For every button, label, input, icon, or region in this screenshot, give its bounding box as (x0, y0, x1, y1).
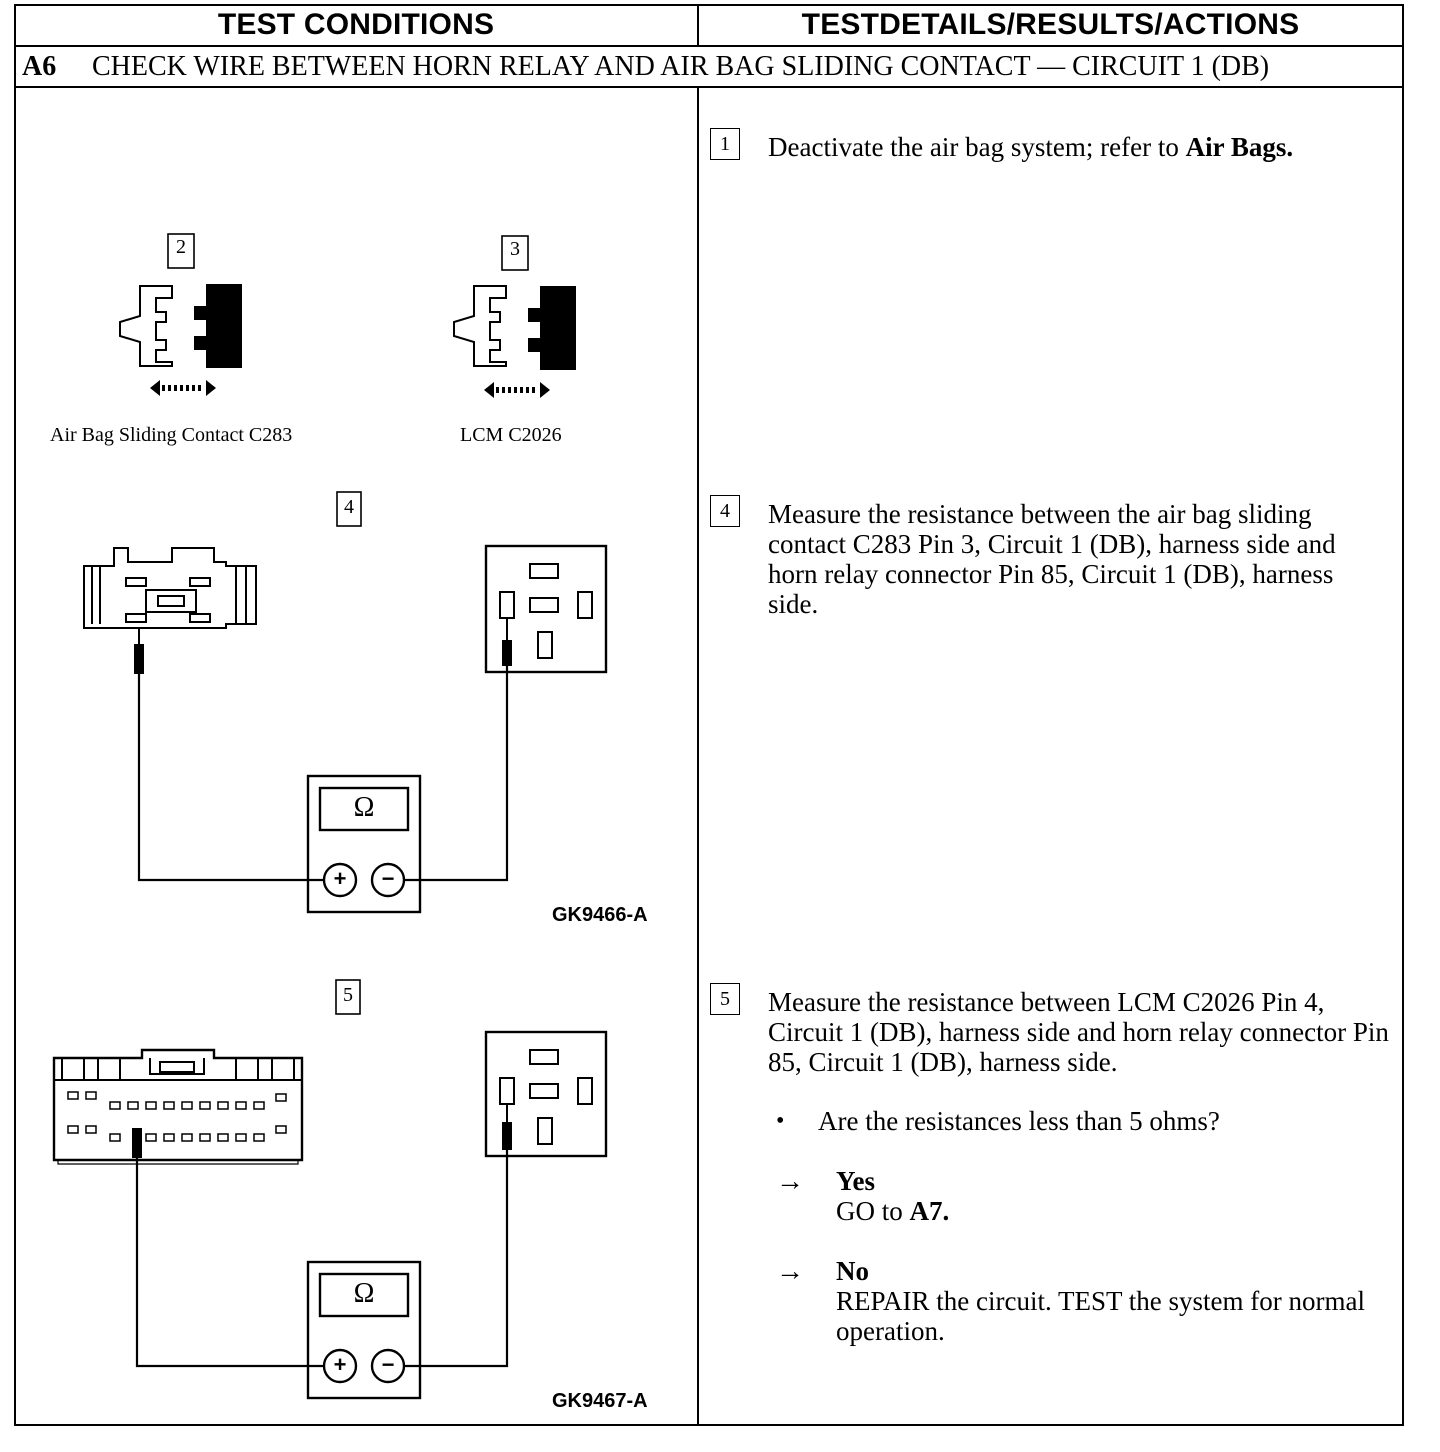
lcm-disconnect-icon (453, 285, 576, 398)
test-title-text: CHECK WIRE BETWEEN HORN RELAY AND AIR BA… (92, 51, 1270, 82)
caption-lcm: LCM C2026 (460, 424, 562, 446)
ohmmeter-2 (135, 1150, 509, 1400)
yes-action-target: A7. (909, 1196, 950, 1226)
minus-terminal-2: − (381, 1352, 395, 1377)
no-arrow: → (776, 1256, 804, 1287)
step1-body: Deactivate the air bag system; refer to (768, 132, 1186, 162)
no-answer: No REPAIR the circuit. TEST the system f… (836, 1256, 1376, 1346)
horn-relay-connector-2 (484, 1030, 608, 1158)
yes-action-text: GO to (836, 1196, 910, 1226)
step2-box (167, 233, 195, 269)
step5-box-right: 5 (710, 983, 740, 1015)
test-title: A6 CHECK WIRE BETWEEN HORN RELAY AND AIR… (22, 48, 1269, 86)
step1-box: 1 (710, 128, 740, 160)
yes-label: Yes (836, 1166, 875, 1196)
step5-number: 5 (343, 984, 353, 1006)
step4-text: Measure the resistance between the air b… (768, 499, 1336, 619)
plus-terminal-1: + (333, 866, 347, 891)
caption-c283: Air Bag Sliding Contact C283 (50, 424, 293, 446)
test-diagram (52, 233, 608, 1400)
step2-number: 2 (176, 236, 186, 258)
c283-connector (83, 547, 257, 629)
step5-text: Measure the resistance between LCM C2026… (768, 987, 1389, 1077)
column-divider (697, 86, 699, 1426)
frame-right (1402, 4, 1404, 1426)
lcm-c2026-connector (52, 1048, 304, 1165)
title-divider (14, 86, 1404, 88)
step5-box (335, 979, 361, 1015)
c283-disconnect-icon (119, 284, 242, 396)
frame-left (14, 4, 16, 1426)
yes-action: GO to A7. (836, 1196, 949, 1226)
frame-top (14, 4, 1404, 6)
yes-answer: Yes GO to A7. (836, 1166, 949, 1226)
column-divider-top (697, 4, 699, 46)
header-divider (14, 45, 1404, 47)
frame-bottom (14, 1424, 1404, 1426)
ohm-symbol-1: Ω (353, 792, 375, 823)
no-label: No (836, 1256, 869, 1286)
horn-relay-connector-1 (484, 544, 608, 674)
step3-number: 3 (510, 238, 520, 260)
plus-terminal-2: + (333, 1352, 347, 1377)
minus-terminal-1: − (381, 866, 395, 891)
step4-box (336, 491, 362, 527)
ohmmeter-1 (137, 666, 509, 914)
test-number: A6 (22, 51, 57, 82)
no-action: REPAIR the circuit. TEST the system for … (836, 1286, 1365, 1346)
step1-text: Deactivate the air bag system; refer to … (768, 132, 1408, 162)
question-bullet: • (776, 1108, 785, 1134)
step1-reference: Air Bags. (1185, 132, 1294, 162)
figure-id-1: GK9466-A (552, 904, 648, 926)
step4-number: 4 (344, 496, 354, 518)
step3-box (501, 235, 529, 271)
question-text: Are the resistances less than 5 ohms? (818, 1106, 1220, 1136)
header-test-details: TESTDETAILS/RESULTS/ACTIONS (801, 8, 1300, 41)
yes-arrow: → (776, 1166, 804, 1197)
header-test-conditions: TEST CONDITIONS (217, 8, 495, 41)
ohm-symbol-2: Ω (353, 1278, 375, 1309)
step4-box-right: 4 (710, 495, 740, 527)
figure-id-2: GK9467-A (552, 1390, 648, 1412)
